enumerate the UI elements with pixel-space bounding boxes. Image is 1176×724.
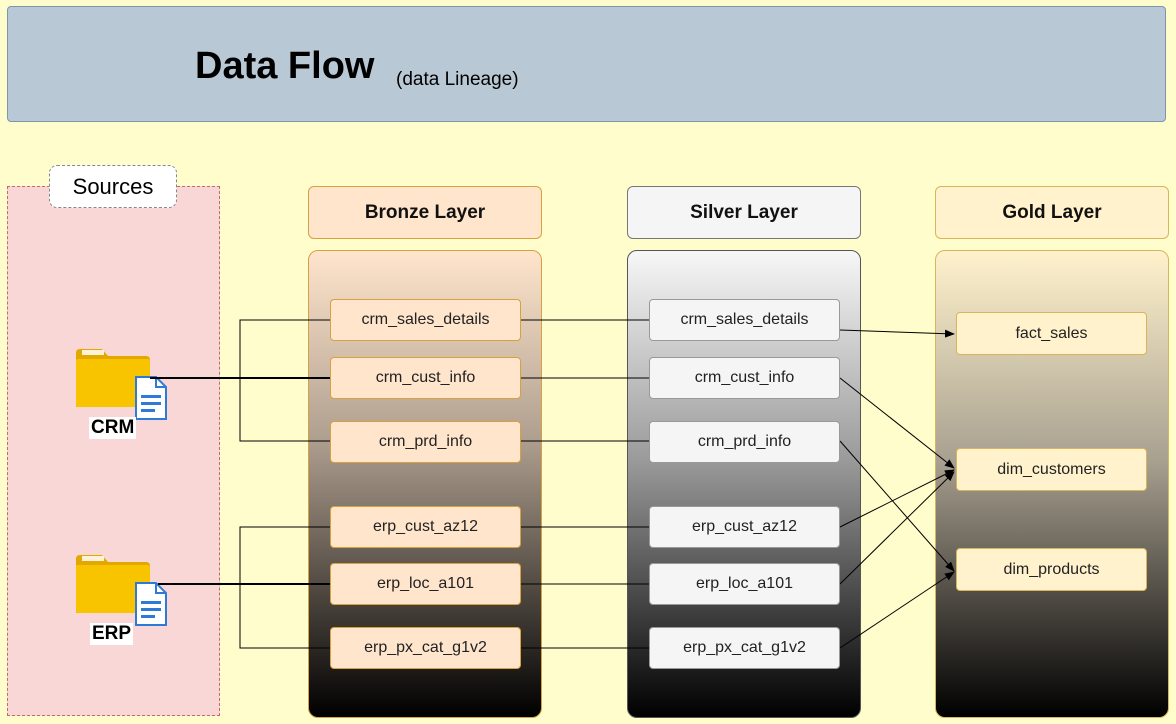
gold-layer-header: Gold Layer	[935, 186, 1169, 239]
bronze-node-crm-sales-details[interactable]: crm_sales_details	[330, 299, 521, 341]
silver-node-crm-cust-info[interactable]: crm_cust_info	[649, 357, 840, 399]
silver-node-erp-px-cat-g1v2[interactable]: erp_px_cat_g1v2	[649, 627, 840, 669]
bronze-node-erp-cust-az12[interactable]: erp_cust_az12	[330, 506, 521, 548]
bronze-node-erp-loc-a101[interactable]: erp_loc_a101	[330, 563, 521, 605]
gold-node-dim-products[interactable]: dim_products	[956, 548, 1147, 591]
crm-folder-icon	[76, 347, 168, 433]
header-banner: Data Flow (data Lineage)	[7, 6, 1166, 122]
bronze-layer-header: Bronze Layer	[308, 186, 542, 239]
silver-node-erp-loc-a101[interactable]: erp_loc_a101	[649, 563, 840, 605]
bronze-node-crm-prd-info[interactable]: crm_prd_info	[330, 421, 521, 463]
erp-label: ERP	[90, 623, 134, 645]
erp-folder-icon	[76, 553, 168, 639]
silver-node-crm-prd-info[interactable]: crm_prd_info	[649, 421, 840, 463]
page-subtitle: (data Lineage)	[396, 69, 519, 90]
bronze-node-erp-px-cat-g1v2[interactable]: erp_px_cat_g1v2	[330, 627, 521, 669]
gold-node-dim-customers[interactable]: dim_customers	[956, 448, 1147, 491]
crm-label: CRM	[89, 417, 137, 439]
page-title: Data Flow	[195, 45, 375, 87]
silver-node-crm-sales-details[interactable]: crm_sales_details	[649, 299, 840, 341]
sources-label: Sources	[49, 165, 177, 208]
silver-layer-header: Silver Layer	[627, 186, 861, 239]
bronze-node-crm-cust-info[interactable]: crm_cust_info	[330, 357, 521, 399]
silver-node-erp-cust-az12[interactable]: erp_cust_az12	[649, 506, 840, 548]
gold-node-fact-sales[interactable]: fact_sales	[956, 312, 1147, 355]
